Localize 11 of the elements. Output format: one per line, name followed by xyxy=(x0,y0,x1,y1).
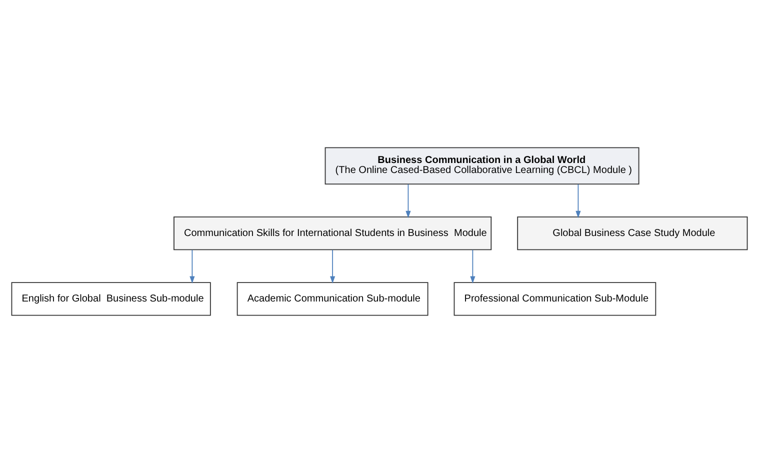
node-box: English for Global Business Sub-module xyxy=(11,282,211,316)
node-box: Communication Skills for International Students in Business Module xyxy=(174,216,492,250)
node-box: Global Business Case Study Module xyxy=(517,216,748,250)
arrow xyxy=(330,248,336,284)
arrow xyxy=(406,183,411,218)
node-box: Academic Communication Sub-module xyxy=(236,282,428,316)
node-box: Business Communication in a Global World (The Online Cased-Based Collaborative Learning (CBCL) Module ) xyxy=(324,146,640,184)
node-box: Professional Communication Sub-Module xyxy=(454,282,656,316)
arrow xyxy=(470,248,476,284)
arrow xyxy=(576,183,581,218)
arrow xyxy=(190,248,195,284)
